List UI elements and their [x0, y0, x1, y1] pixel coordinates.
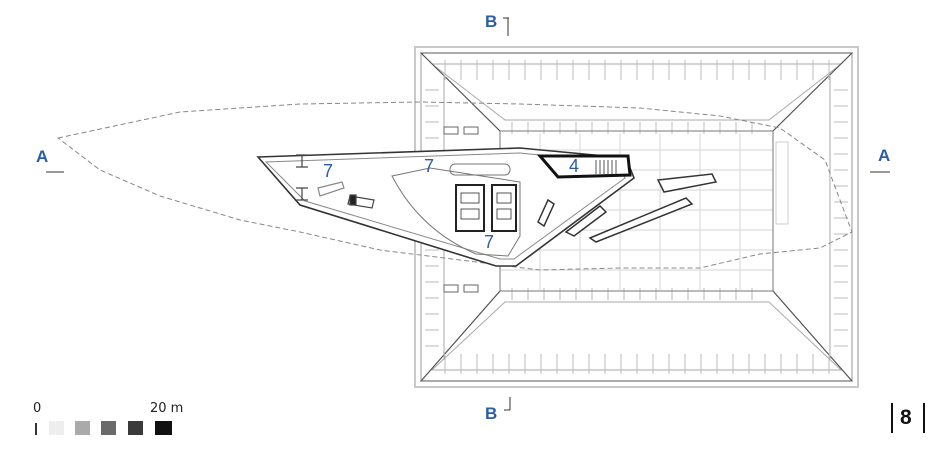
room-number-7-center: 7 [424, 156, 435, 176]
section-marker-lines [46, 17, 890, 411]
scale-end-label: 20 m [150, 401, 184, 416]
building-inner-outline [264, 152, 626, 260]
stair-treads [595, 160, 617, 174]
corner-windows [443, 126, 479, 293]
room-number-7-bottom: 7 [484, 232, 495, 252]
interior-void [391, 167, 521, 257]
page-number: 8 [900, 406, 912, 429]
room-number-7-left: 7 [323, 161, 334, 181]
interior-bench [449, 163, 511, 176]
scale-swatch-2 [75, 421, 90, 435]
page-rule-right [923, 403, 925, 433]
section-label-b-top: B [485, 12, 498, 31]
scale-swatch-3 [101, 421, 116, 435]
scale-swatch-4 [128, 421, 143, 435]
right-light-slot [775, 141, 789, 225]
room-number-4: 4 [569, 156, 580, 176]
page-rule-left [891, 403, 893, 433]
left-interior [296, 154, 375, 209]
dashed-site-outline [56, 101, 853, 271]
section-label-a-left: A [36, 147, 49, 166]
scale-bar [35, 421, 172, 435]
scale-start-label: 0 [33, 401, 42, 416]
section-label-a-right: A [878, 146, 891, 165]
building-footprint [256, 147, 635, 267]
scale-swatch-5 [155, 421, 172, 435]
scale-swatch-1 [49, 421, 64, 435]
equipment-inner [460, 192, 512, 220]
skylights [537, 173, 718, 243]
section-label-b-bottom: B [485, 404, 498, 423]
